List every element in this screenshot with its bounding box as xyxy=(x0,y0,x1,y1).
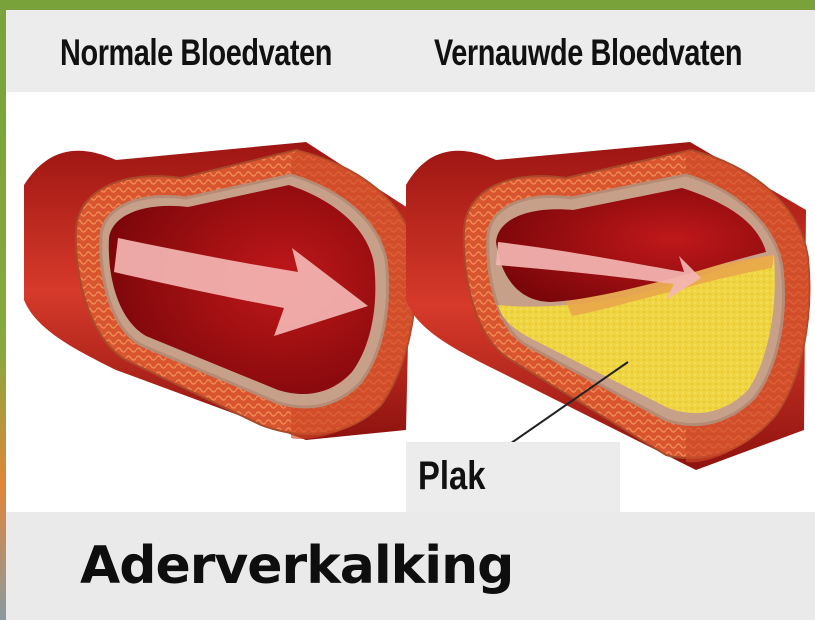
normal-vessels-title: Normale Bloedvaten xyxy=(60,32,332,74)
normal-vessel xyxy=(24,142,416,440)
narrowed-vessel xyxy=(406,142,809,470)
main-title: Aderverkalking xyxy=(80,536,513,596)
frame-top-border xyxy=(0,0,815,10)
narrowed-vessels-title: Vernauwde Bloedvaten xyxy=(434,32,742,74)
plaque-label: Plak xyxy=(418,454,485,499)
diagram-canvas: Normale Bloedvaten Vernauwde Bloedvaten … xyxy=(6,10,815,620)
